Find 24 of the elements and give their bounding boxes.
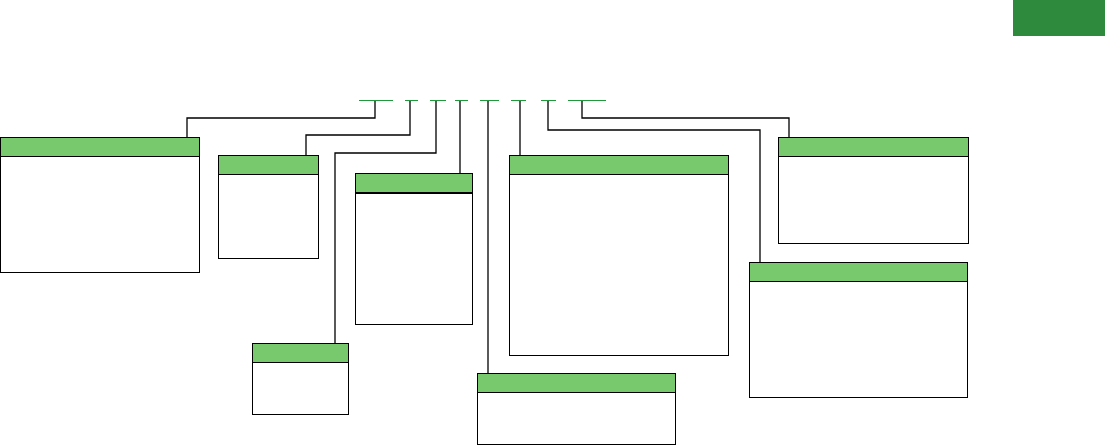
leader-line bbox=[334, 100, 437, 344]
leader-line bbox=[487, 100, 489, 374]
fill-in-line bbox=[541, 100, 556, 101]
fill-in-line bbox=[568, 100, 606, 101]
empty-box bbox=[252, 343, 349, 415]
empty-box bbox=[778, 137, 969, 244]
fill-in-line bbox=[455, 100, 468, 101]
leader-line bbox=[305, 100, 411, 156]
leader-line bbox=[581, 100, 790, 138]
fill-in-line bbox=[430, 100, 446, 101]
fill-in-line bbox=[405, 100, 418, 101]
leader-line bbox=[459, 100, 461, 174]
leader-line bbox=[519, 100, 521, 156]
empty-box bbox=[355, 173, 473, 325]
fill-in-line bbox=[480, 100, 499, 101]
leader-line bbox=[547, 100, 761, 263]
empty-box bbox=[218, 155, 319, 259]
fill-in-line bbox=[511, 100, 526, 101]
leader-line bbox=[186, 100, 376, 138]
empty-box bbox=[0, 137, 200, 273]
fill-in-line bbox=[359, 100, 393, 101]
empty-box bbox=[477, 373, 676, 445]
empty-box bbox=[509, 155, 729, 356]
empty-box bbox=[749, 262, 968, 398]
